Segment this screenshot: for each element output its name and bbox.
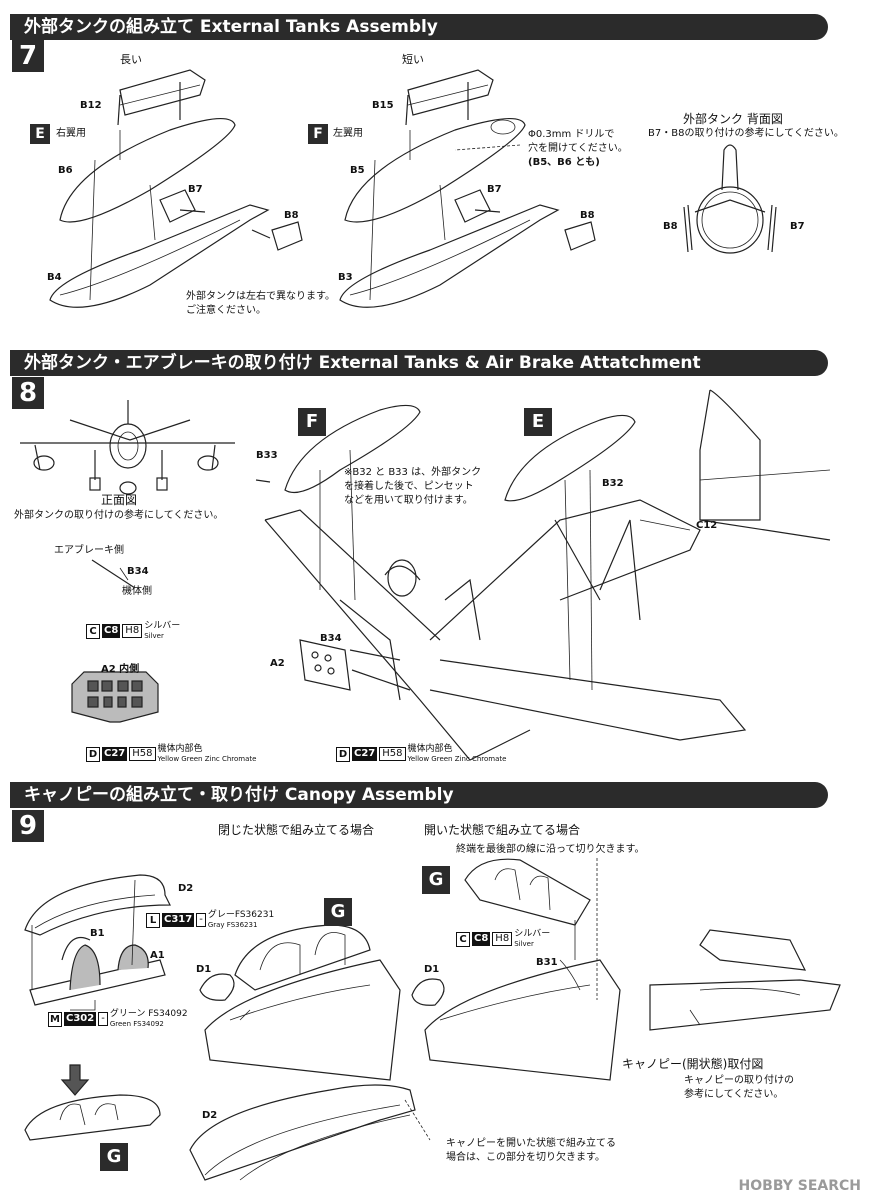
front-view-title: 正面図 bbox=[101, 493, 138, 507]
drill-note: Φ0.3mm ドリルで 穴を開けてください。 (B5、B6 とも) bbox=[528, 129, 628, 168]
section-7-header: 外部タンクの組み立て External Tanks Assembly bbox=[10, 14, 828, 40]
open-canopy-note: キャノピーの取り付けの 参考にしてください。 bbox=[684, 1075, 794, 1100]
closed-assembly-label: 閉じた状態で組み立てる場合 bbox=[218, 823, 375, 837]
part-label-b34-detail: B34 bbox=[127, 566, 149, 577]
label-e-tank: E bbox=[524, 408, 552, 436]
part-label-b3: B3 bbox=[338, 272, 353, 283]
section-8-header: 外部タンク・エアブレーキの取り付け External Tanks & Air B… bbox=[10, 350, 828, 376]
part-label-b7-back: B7 bbox=[790, 221, 805, 232]
part-label-b34: B34 bbox=[320, 633, 342, 644]
step-8-number: 8 bbox=[12, 377, 44, 409]
part-label-b6: B6 bbox=[58, 165, 73, 176]
a2-plate-drawing bbox=[71, 671, 159, 723]
part-label-d2-top: D2 bbox=[178, 883, 194, 894]
part-label-d1-open: D1 bbox=[424, 964, 440, 975]
b34-rod-drawing bbox=[91, 559, 136, 589]
part-label-b7-right: B7 bbox=[188, 184, 203, 195]
b32-b33-note: ※B32 と B33 は、外部タンク を接着した後で、ピンセット などを用いて取… bbox=[344, 467, 482, 506]
part-label-b5: B5 bbox=[350, 165, 365, 176]
right-wing-label: 右翼用 bbox=[56, 128, 86, 139]
part-label-d1-closed: D1 bbox=[196, 964, 212, 975]
part-label-b15: B15 bbox=[372, 100, 394, 111]
front-view-aircraft-drawing bbox=[20, 400, 235, 495]
part-label-b8-left: B8 bbox=[580, 210, 595, 221]
part-label-b33: B33 bbox=[256, 450, 278, 461]
part-label-b12: B12 bbox=[80, 100, 102, 111]
step-9-number: 9 bbox=[12, 810, 44, 842]
part-label-a2: A2 bbox=[270, 658, 285, 669]
part-label-b31: B31 bbox=[536, 957, 558, 968]
part-label-b8-back: B8 bbox=[663, 221, 678, 232]
cut-part-note: キャノピーを開いた状態で組み立てる 場合は、この部分を切り欠きます。 bbox=[446, 1138, 616, 1163]
open-canopy-assembly-drawing bbox=[411, 858, 621, 1081]
watermark: HOBBY SEARCH bbox=[738, 1178, 861, 1194]
long-label: 長い bbox=[120, 53, 142, 66]
short-label: 短い bbox=[402, 53, 424, 66]
cut-end-note: 終端を最後部の線に沿って切り欠きます。 bbox=[456, 844, 645, 855]
part-label-b8-right: B8 bbox=[284, 210, 299, 221]
d2-large-canopy-drawing bbox=[189, 1084, 431, 1181]
main-aircraft-drawing bbox=[255, 389, 831, 761]
label-g-closed: G bbox=[324, 898, 352, 926]
left-tank-drawing bbox=[339, 69, 596, 308]
open-canopy-reference-drawing bbox=[649, 929, 841, 1031]
part-label-a1: A1 bbox=[150, 950, 165, 961]
tank-back-view-drawing bbox=[683, 144, 777, 254]
open-canopy-title: キャノピー(開状態)取付図 bbox=[622, 1057, 764, 1071]
part-label-c12: C12 bbox=[696, 520, 718, 531]
part-label-b4: B4 bbox=[47, 272, 62, 283]
tanks-differ-note: 外部タンクは左右で異なります。 ご注意ください。 bbox=[186, 291, 335, 316]
label-f-tank: F bbox=[298, 408, 326, 436]
body-side-label: 機体側 bbox=[122, 586, 152, 597]
part-label-b32: B32 bbox=[602, 478, 624, 489]
label-g-bottom: G bbox=[100, 1143, 128, 1171]
label-g-open: G bbox=[422, 866, 450, 894]
part-label-b7-left: B7 bbox=[487, 184, 502, 195]
g-canopy-drawing bbox=[24, 1064, 161, 1141]
front-view-note: 外部タンクの取り付けの参考にしてください。 bbox=[14, 510, 224, 521]
right-tank-drawing bbox=[49, 69, 303, 308]
closed-canopy-assembly-drawing bbox=[199, 924, 401, 1081]
a2-inside-label: A2 内側 bbox=[101, 664, 140, 675]
label-e-right-wing: E bbox=[30, 124, 50, 144]
back-view-note: B7・B8の取り付けの参考にしてください。 bbox=[648, 128, 844, 139]
step-7-number: 7 bbox=[12, 40, 44, 72]
canopy-parts-drawing bbox=[24, 874, 171, 1011]
section-9-header: キャノピーの組み立て・取り付け Canopy Assembly bbox=[10, 782, 828, 808]
airbrake-side-label: エアブレーキ側 bbox=[54, 545, 124, 556]
open-assembly-label: 開いた状態で組み立てる場合 bbox=[424, 823, 581, 837]
label-f-left-wing: F bbox=[308, 124, 328, 144]
part-label-d2-bottom: D2 bbox=[202, 1110, 218, 1121]
part-label-b1: B1 bbox=[90, 928, 105, 939]
back-view-title: 外部タンク 背面図 bbox=[683, 112, 783, 126]
left-wing-label: 左翼用 bbox=[333, 128, 363, 139]
